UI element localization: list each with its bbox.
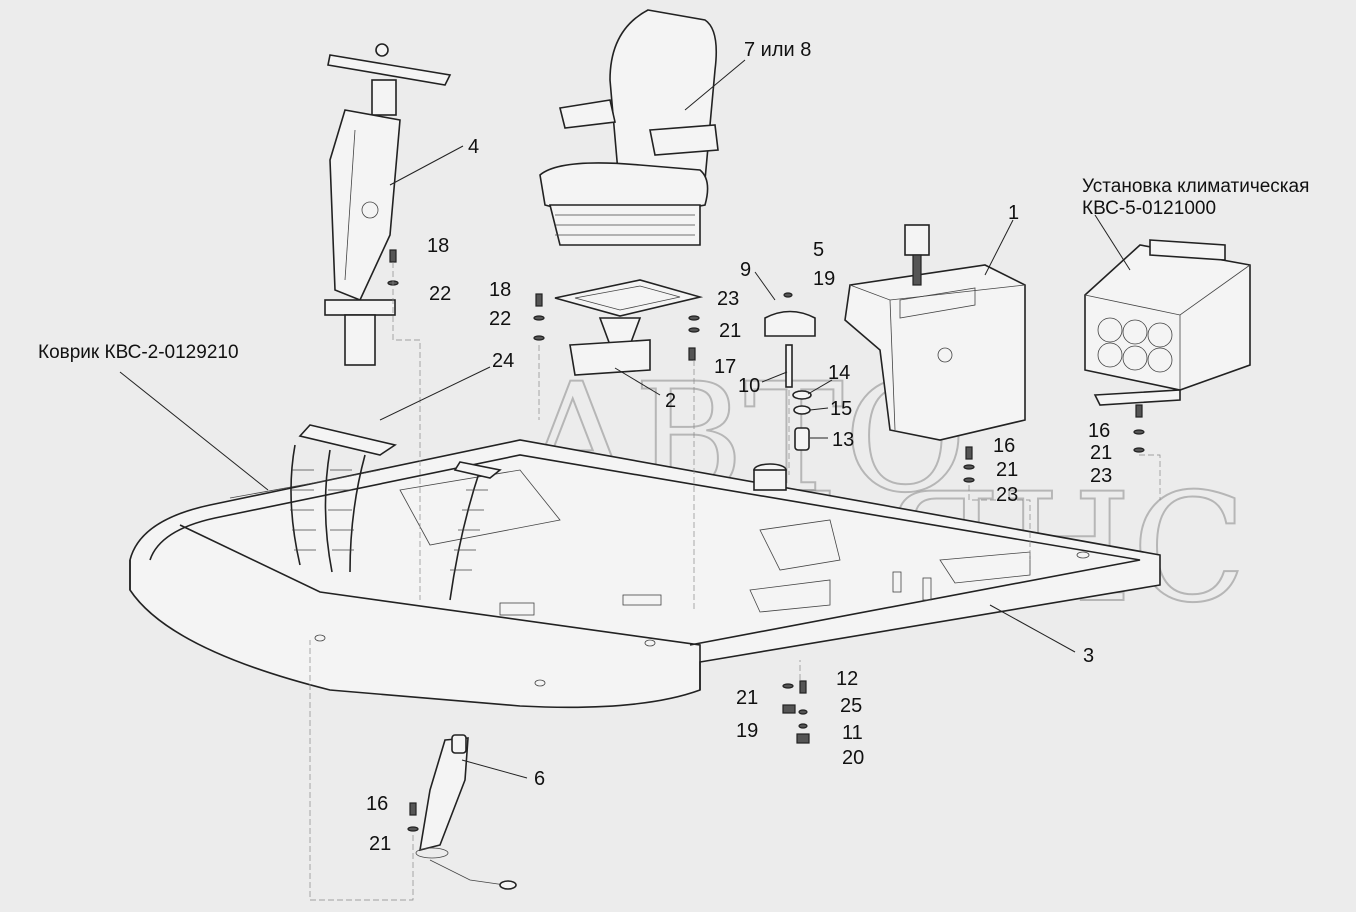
callout-23-seat: 23 [717,288,739,310]
callout-16-console: 16 [993,435,1015,457]
climate-unit-label-line-2: КВС-5-0121000 [1082,198,1216,219]
fasteners [387,249,1145,832]
callout-4: 4 [468,136,479,158]
callout-15: 15 [830,398,852,420]
callout-9: 9 [740,259,751,281]
callout-21-climate: 21 [1090,442,1112,464]
floor-panel [129,439,1161,709]
callout-21-console: 21 [996,459,1018,481]
callout-5: 5 [813,239,824,261]
callout-23-console: 23 [996,484,1018,506]
callout-10: 10 [738,375,760,397]
callout-22-column: 22 [429,283,451,305]
callout-3: 3 [1083,645,1094,667]
callout-16-climate: 16 [1088,420,1110,442]
callout-23-climate: 23 [1090,465,1112,487]
callout-6: 6 [534,768,545,790]
lever-cover-parts [753,292,816,491]
callout-13: 13 [832,429,854,451]
callout-16-lever: 16 [366,793,388,815]
callout-21-bottom: 21 [736,687,758,709]
callout-25: 25 [840,695,862,717]
part-labels: Коврик КВС-2-0129210 Установка климатиче… [38,176,1309,363]
callout-14: 14 [828,362,850,384]
alignment-lines [309,262,1161,901]
callout-12: 12 [836,668,858,690]
callout-2: 2 [665,390,676,412]
climate-unit [1084,239,1251,406]
callouts: 1 2 3 4 5 6 7 или 8 9 10 11 12 13 14 15 … [366,39,1112,855]
callout-1: 1 [1008,202,1019,224]
callout-20: 20 [842,747,864,769]
control-console [844,224,1026,441]
callout-7-or-8: 7 или 8 [744,39,811,61]
mat-label: Коврик КВС-2-0129210 [38,342,239,363]
callout-21-lever: 21 [369,833,391,855]
callout-24: 24 [492,350,514,372]
callout-18-column: 18 [427,235,449,257]
callout-18-seat: 18 [489,279,511,301]
callout-11: 11 [842,722,863,744]
climate-unit-label-line-1: Установка климатическая [1082,176,1309,197]
callout-19-top: 19 [813,268,835,290]
callout-17: 17 [714,356,736,378]
callout-21-seat: 21 [719,320,741,342]
hand-lever [415,734,517,890]
operator-seat [539,9,719,246]
callout-19-bottom: 19 [736,720,758,742]
steering-column [324,43,452,366]
pedal-assemblies [290,424,502,601]
leader-lines [119,59,1131,779]
seat-mount-bracket [554,279,704,376]
callout-22-seat: 22 [489,308,511,330]
